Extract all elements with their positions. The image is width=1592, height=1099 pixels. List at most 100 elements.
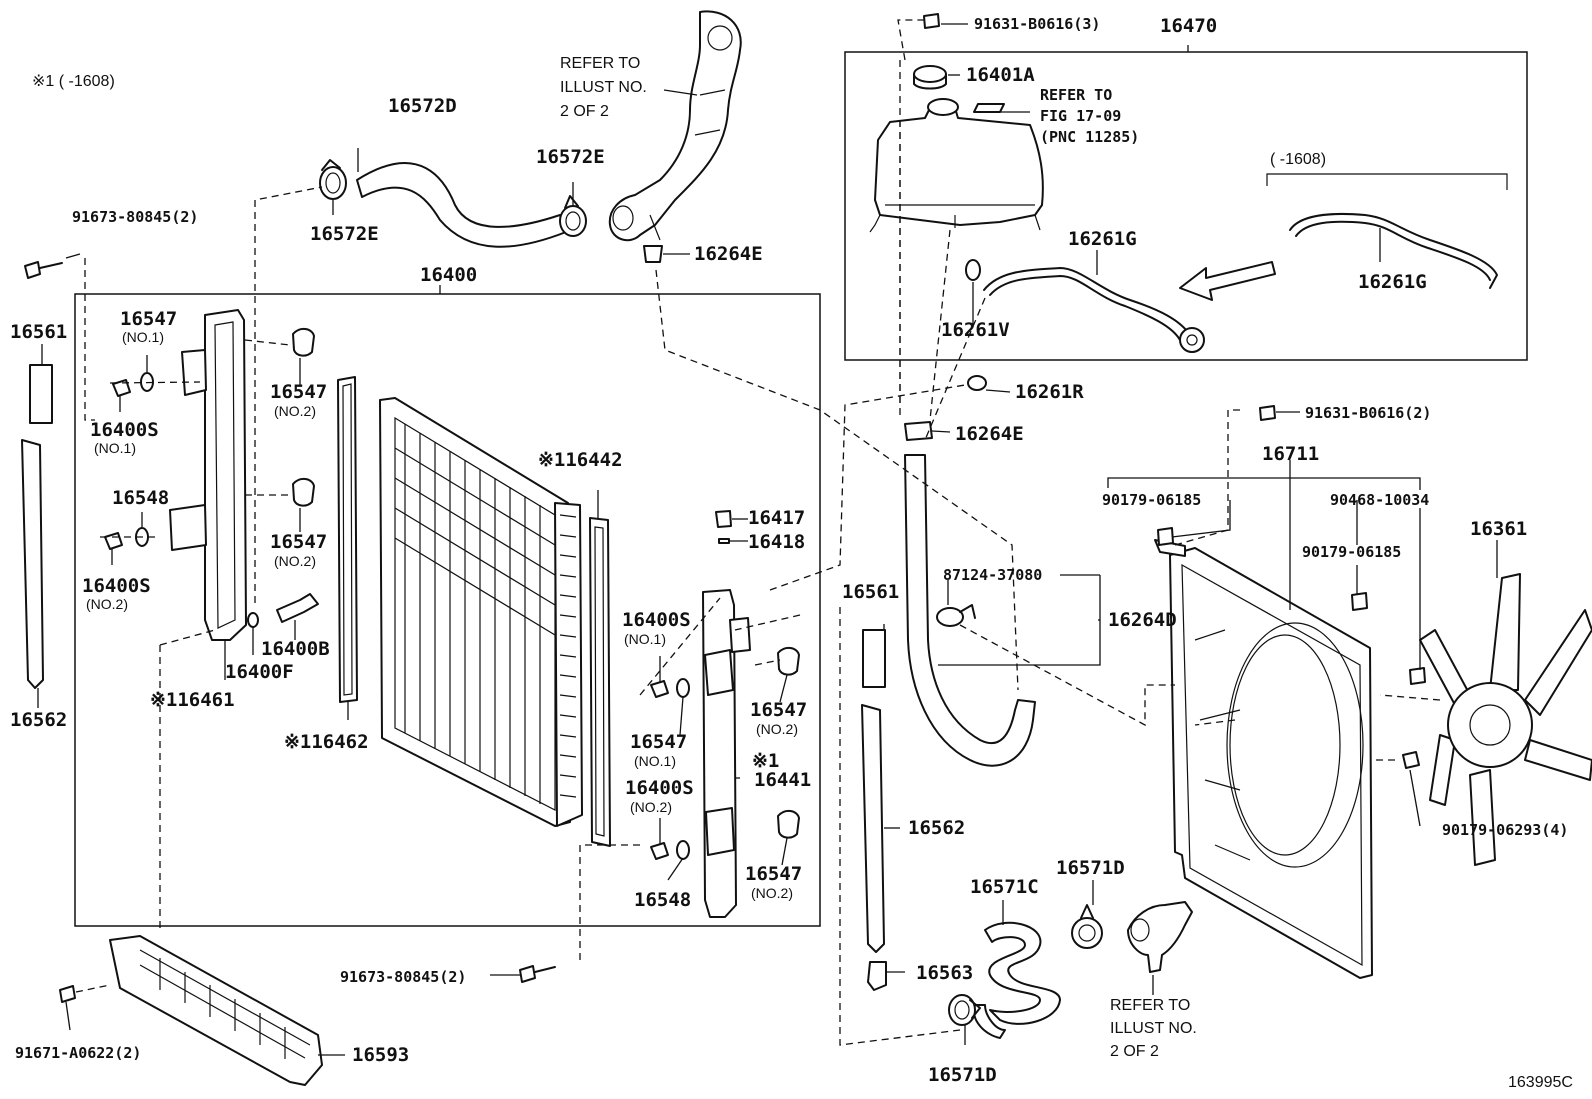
radiator-tank-16441[interactable] <box>702 589 751 918</box>
label-16442[interactable]: ※116442 <box>538 449 623 471</box>
clip-90468-10034[interactable] <box>1409 667 1426 685</box>
label-91673-80845-bottom[interactable]: 91673-80845(2) <box>340 968 466 986</box>
overflow-hose-16261G-old[interactable] <box>1289 212 1498 289</box>
cooling-fan-16361[interactable] <box>1419 573 1592 866</box>
label-16547-no1-left[interactable]: 16547 <box>120 308 177 330</box>
label-16461[interactable]: ※116461 <box>150 689 235 711</box>
gasket-16462[interactable] <box>337 376 358 703</box>
washer-16548-right[interactable] <box>676 840 690 860</box>
label-16547-no2-right-mid[interactable]: 16547 <box>750 699 807 721</box>
label-16401A[interactable]: 16401A <box>966 64 1035 86</box>
seal-16562-left[interactable] <box>21 439 44 689</box>
water-inlet[interactable] <box>1127 901 1193 973</box>
label-16572E-left[interactable]: 16572E <box>310 223 379 245</box>
label-16400S-no1-right[interactable]: 16400S <box>622 609 691 631</box>
o-ring-16400F[interactable] <box>247 612 259 628</box>
label-16572D[interactable]: 16572D <box>388 95 457 117</box>
clamp-16261V[interactable] <box>965 259 981 281</box>
label-16261R[interactable]: 16261R <box>1015 381 1084 403</box>
label-16470[interactable]: 16470 <box>1160 15 1217 37</box>
clamp-16572E-right[interactable] <box>559 195 587 237</box>
reserve-tank[interactable] <box>869 98 1044 233</box>
bolt-91673-left-top[interactable] <box>24 261 63 279</box>
label-16462[interactable]: ※116462 <box>284 731 369 753</box>
clip-90179-06185-a[interactable] <box>1157 527 1174 546</box>
label-16261G[interactable]: 16261G <box>1068 228 1137 250</box>
label-16563[interactable]: 16563 <box>916 962 973 984</box>
bolt-91631-fan[interactable] <box>1259 405 1276 421</box>
label-16400[interactable]: 16400 <box>420 264 477 286</box>
label-16548-left[interactable]: 16548 <box>112 487 169 509</box>
label-16441[interactable]: 16441 <box>754 769 811 791</box>
label-16547-no1-right[interactable]: 16547 <box>630 731 687 753</box>
label-16441-mark[interactable]: ※1 <box>752 750 779 772</box>
label-91673-80845-top[interactable]: 91673-80845(2) <box>72 208 198 226</box>
label-16548-right[interactable]: 16548 <box>634 889 691 911</box>
seal-16562-right[interactable] <box>861 704 885 953</box>
gasket-16442[interactable] <box>589 517 611 847</box>
lower-hose-16571C[interactable] <box>973 921 1061 1039</box>
label-16571C[interactable]: 16571C <box>970 876 1039 898</box>
label-90179-06293[interactable]: 90179-06293(4) <box>1442 821 1568 839</box>
label-87124-37080[interactable]: 87124-37080 <box>943 566 1042 584</box>
seal-16563[interactable] <box>867 961 887 991</box>
nut-90179-06293[interactable] <box>1402 751 1420 769</box>
grommet-16547-right-low[interactable] <box>777 810 800 839</box>
label-90179-06185-b[interactable]: 90179-06185 <box>1302 543 1401 561</box>
bolt-16400S-no2-right[interactable] <box>650 842 669 860</box>
bolt-16400S-no1-left[interactable] <box>112 379 131 397</box>
clamp-16572E-left[interactable] <box>319 159 347 200</box>
label-16418[interactable]: 16418 <box>748 531 805 553</box>
label-16261G-old[interactable]: 16261G <box>1358 271 1427 293</box>
gasket-16418[interactable] <box>718 538 730 544</box>
clamp-16571D-upper[interactable] <box>1071 904 1103 949</box>
washer-16547-no1-right[interactable] <box>676 678 690 698</box>
lower-support-16593[interactable] <box>109 935 323 1086</box>
clamp-87124-37080[interactable] <box>936 604 976 627</box>
overflow-hose-16261G[interactable] <box>983 267 1205 353</box>
upper-hose-16572D[interactable] <box>356 162 567 248</box>
label-91671-A0622[interactable]: 91671-A0622(2) <box>15 1044 141 1062</box>
label-91631-B0616-3[interactable]: 91631-B0616(3) <box>974 15 1100 33</box>
seal-16561-left[interactable] <box>29 364 53 424</box>
reserve-tank-cap-16401A[interactable] <box>913 65 947 90</box>
inlet-hose-16264D[interactable] <box>904 454 1036 767</box>
label-16264D[interactable]: 16264D <box>1108 609 1177 631</box>
label-16547-no2-left-top[interactable]: 16547 <box>270 381 327 403</box>
clamp-16264E[interactable] <box>904 421 933 441</box>
grommet-16547-left-top[interactable] <box>292 328 315 357</box>
label-16562-left[interactable]: 16562 <box>10 709 67 731</box>
clamp-16571D-lower[interactable] <box>948 994 981 1026</box>
label-16261V[interactable]: 16261V <box>941 319 1010 341</box>
hose-16264E-top[interactable] <box>643 245 663 263</box>
drain-cock-16400B[interactable] <box>276 593 319 623</box>
label-16571D-lower[interactable]: 16571D <box>928 1064 997 1086</box>
label-16400S-no2-left[interactable]: 16400S <box>82 575 151 597</box>
bolt-91671[interactable] <box>59 985 76 1003</box>
label-16572E-right[interactable]: 16572E <box>536 146 605 168</box>
label-90179-06185-a[interactable]: 90179-06185 <box>1102 491 1201 509</box>
bolt-16400S-no1-right[interactable] <box>650 680 669 698</box>
label-16561-right[interactable]: 16561 <box>842 581 899 603</box>
clip-90179-06185-b[interactable] <box>1351 592 1368 611</box>
water-outlet-pipe[interactable] <box>608 10 742 242</box>
label-16547-no2-left-mid[interactable]: 16547 <box>270 531 327 553</box>
label-91631-B0616-2[interactable]: 91631-B0616(2) <box>1305 404 1431 422</box>
clip-16261R[interactable] <box>967 375 987 391</box>
seal-16561-right[interactable] <box>862 629 886 688</box>
label-16711[interactable]: 16711 <box>1262 443 1319 465</box>
bolt-16400S-no2-left[interactable] <box>104 532 123 550</box>
label-16571D-upper[interactable]: 16571D <box>1056 857 1125 879</box>
label-16417[interactable]: 16417 <box>748 507 805 529</box>
label-16400S-no2-right[interactable]: 16400S <box>625 777 694 799</box>
label-16593[interactable]: 16593 <box>352 1044 409 1066</box>
radiator-core[interactable] <box>379 397 583 827</box>
radiator-tank-16461[interactable] <box>169 309 247 641</box>
fan-shroud-16711[interactable] <box>1154 539 1373 979</box>
label-16547-no2-right-low[interactable]: 16547 <box>745 863 802 885</box>
cap-16417[interactable] <box>715 510 732 528</box>
label-16264E[interactable]: 16264E <box>955 423 1024 445</box>
bolt-91631-top[interactable] <box>923 13 940 29</box>
label-16400F[interactable]: 16400F <box>225 661 294 683</box>
grommet-16547-left-mid[interactable] <box>292 478 315 507</box>
